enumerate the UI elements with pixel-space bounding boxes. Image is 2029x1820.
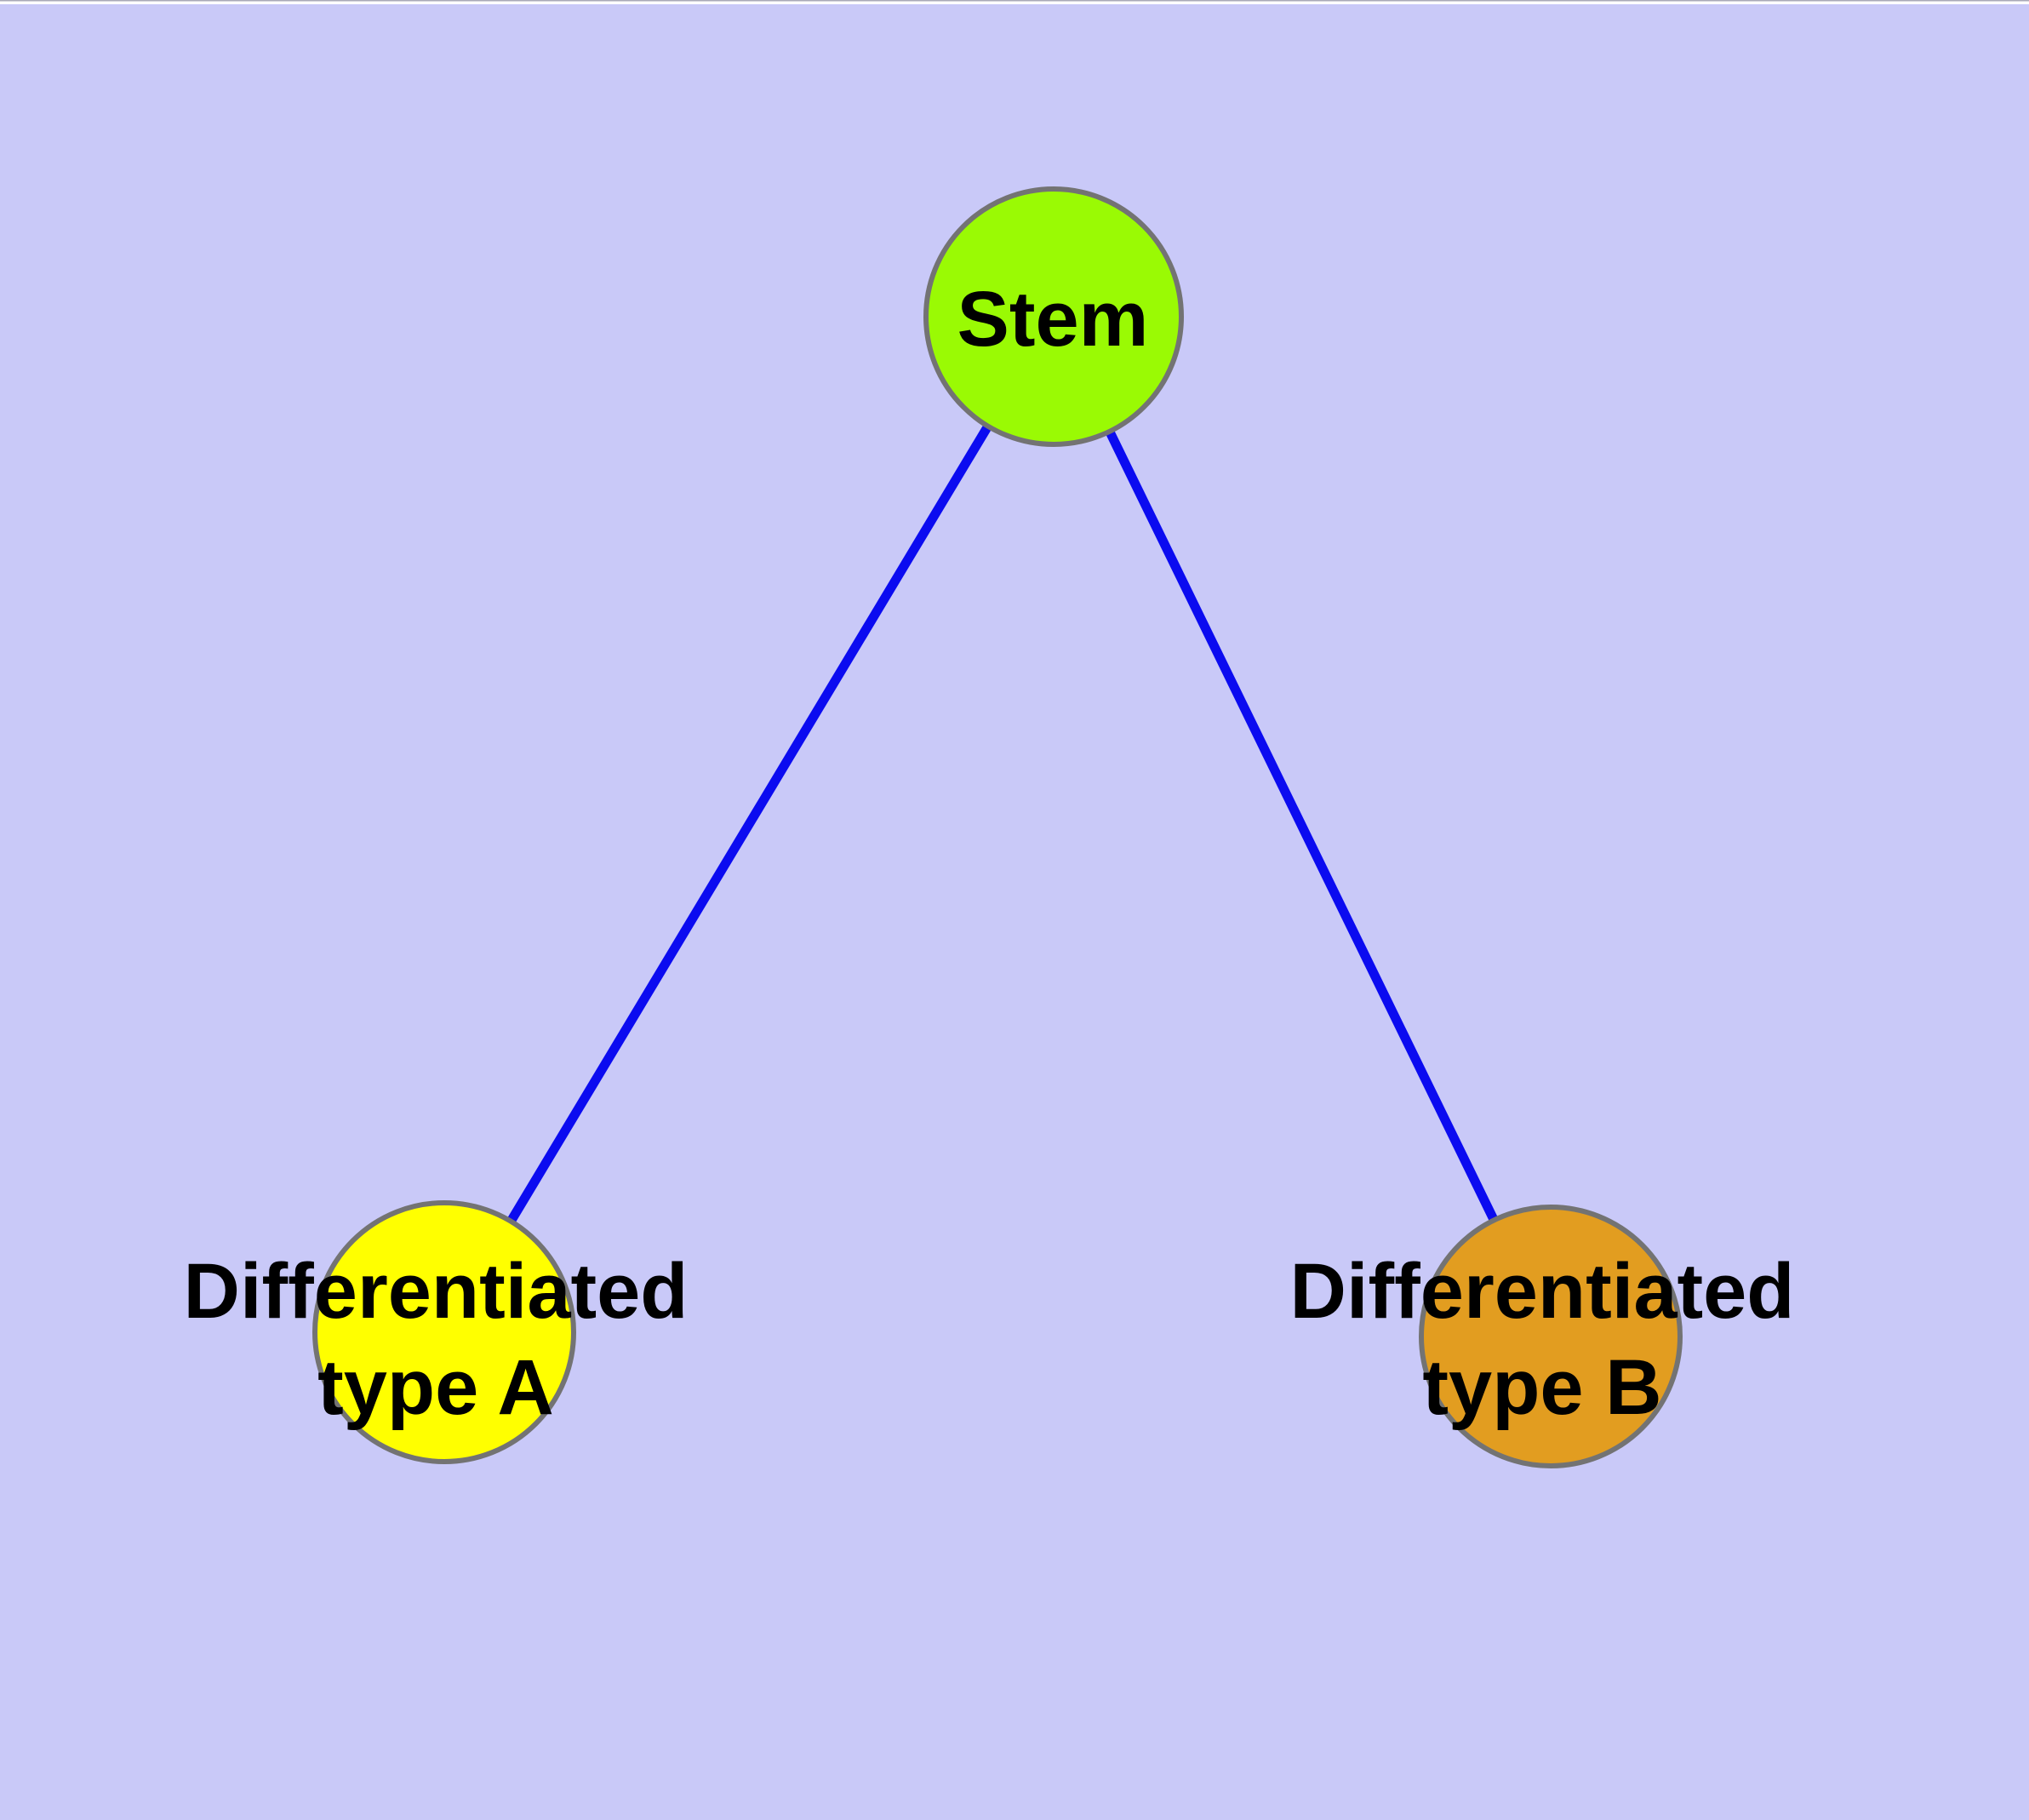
node-stem-circle [923,186,1184,447]
node-typeB-circle [1419,1205,1683,1468]
node-stem-label: Stem [957,276,1149,363]
node-typeB-label-line2: type B [1422,1344,1661,1431]
edge-stem-to-typeA [439,312,1059,1337]
top-edge-strip [0,0,2029,4]
edge-stem-to-typeB [1049,312,1556,1342]
node-typeA-label-line2: type A [317,1344,554,1431]
node-typeA-circle [312,1200,576,1464]
node-typeA-label-line1: Differentiated [184,1248,689,1335]
node-typeB-label-line1: Differentiated [1290,1248,1795,1335]
